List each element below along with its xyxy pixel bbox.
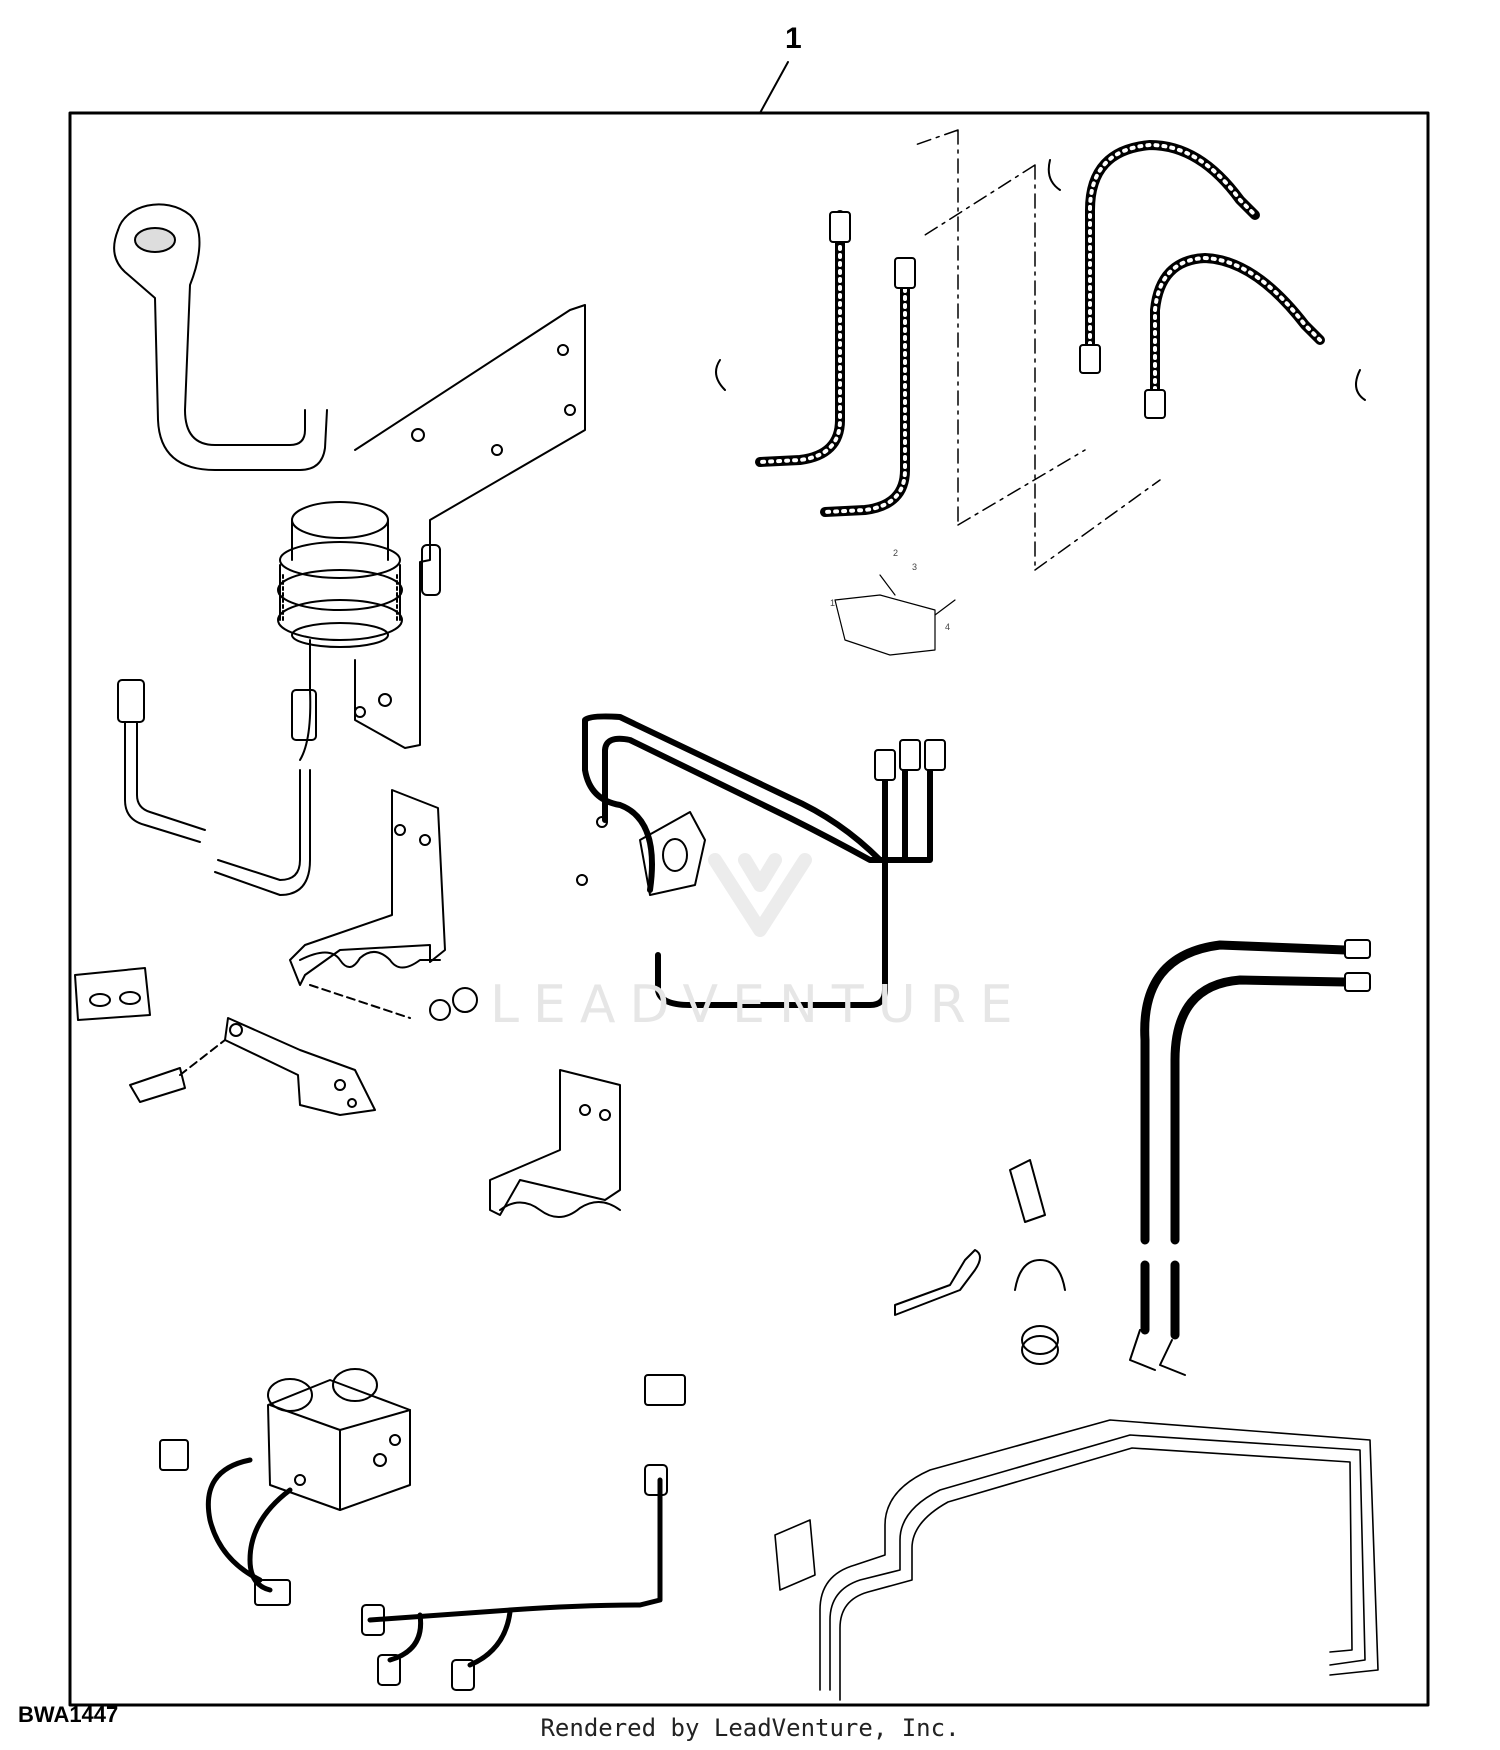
inset-callout-4: 4 <box>945 622 950 632</box>
inset-callout-2: 2 <box>893 548 898 558</box>
hydraulic-hoses-long <box>1129 939 1371 1376</box>
clamp-hardware <box>894 1159 1066 1365</box>
watermark-text: LEADVENTURE <box>490 975 1027 1035</box>
inset-callouts: 1 2 3 4 <box>830 548 950 632</box>
render-credit: Rendered by LeadVenture, Inc. <box>540 1714 960 1742</box>
steel-hydraulic-tubes <box>774 1419 1379 1701</box>
valve-hose-assembly <box>576 713 946 1008</box>
diagram-border <box>68 111 1430 1707</box>
watermark-logo <box>708 853 812 937</box>
inset-callout-3: 3 <box>912 562 917 572</box>
callout-leader-line <box>759 61 789 114</box>
inset-callout-1: 1 <box>830 598 835 608</box>
hydraulic-hoses-upper <box>715 129 1366 571</box>
small-bracket-inset <box>834 574 956 656</box>
figure-id: BWA1447 <box>18 1702 119 1727</box>
callout-number: 1 <box>785 22 802 55</box>
shift-lever-assembly <box>113 203 586 896</box>
mounting-brackets <box>74 789 621 1218</box>
solenoid-valve-wiring <box>159 1368 686 1691</box>
